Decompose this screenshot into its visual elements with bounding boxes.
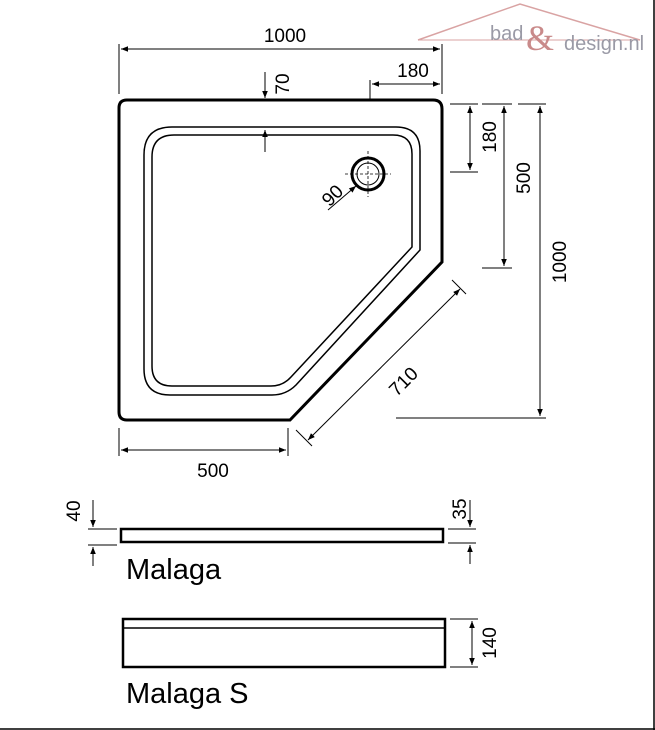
extension-line	[295, 429, 313, 447]
malaga-s-caption: Malaga S	[126, 678, 249, 710]
malaga-s-side-view	[121, 617, 447, 669]
dimension-label-side-half: 500	[514, 162, 535, 194]
malaga-side-view	[119, 527, 445, 544]
malaga-height-right-label: 35	[450, 498, 471, 519]
malaga-profile: 40 35 Malaga	[64, 498, 476, 586]
logo-roof	[417, 3, 641, 41]
dimension-label-depth: 1000	[550, 241, 571, 283]
malaga-height-left-label: 40	[64, 500, 85, 521]
logo-text-left: bad	[490, 23, 523, 45]
dimension-label-corner-top: 180	[397, 61, 429, 82]
basin-outer-edge	[143, 126, 421, 396]
tray-outline	[117, 98, 444, 422]
dimension-label-width: 1000	[264, 26, 306, 47]
drain	[327, 151, 391, 211]
dimension-rim: 70	[262, 72, 294, 152]
dimension-side-half: 500	[482, 103, 535, 269]
malaga-s-profile: 140 Malaga S	[121, 617, 501, 710]
dimension-line	[307, 288, 461, 441]
bad-design-logo: bad & design.nl	[417, 3, 644, 58]
malaga-caption: Malaga	[126, 554, 222, 586]
dimension-label-corner-side: 180	[480, 121, 501, 153]
logo-text-right: design.nl	[564, 33, 644, 55]
dimension-corner-top: 180	[369, 61, 440, 100]
dimension-label-rim: 70	[273, 73, 294, 94]
dimension-label-bottom-half: 500	[197, 461, 229, 482]
malaga-s-height-label: 140	[480, 627, 501, 659]
dimension-corner-side: 180	[450, 103, 501, 173]
dimension-width-top: 1000	[118, 26, 443, 94]
basin-inner-edge	[151, 134, 413, 387]
dimension-label-diagonal: 710	[385, 363, 422, 400]
logo-ampersand: &	[526, 18, 554, 58]
dimension-bottom-half: 500	[118, 428, 289, 482]
tray-plan-view	[117, 98, 444, 422]
drain-dimension-line	[327, 185, 357, 211]
extension-line	[451, 279, 467, 295]
